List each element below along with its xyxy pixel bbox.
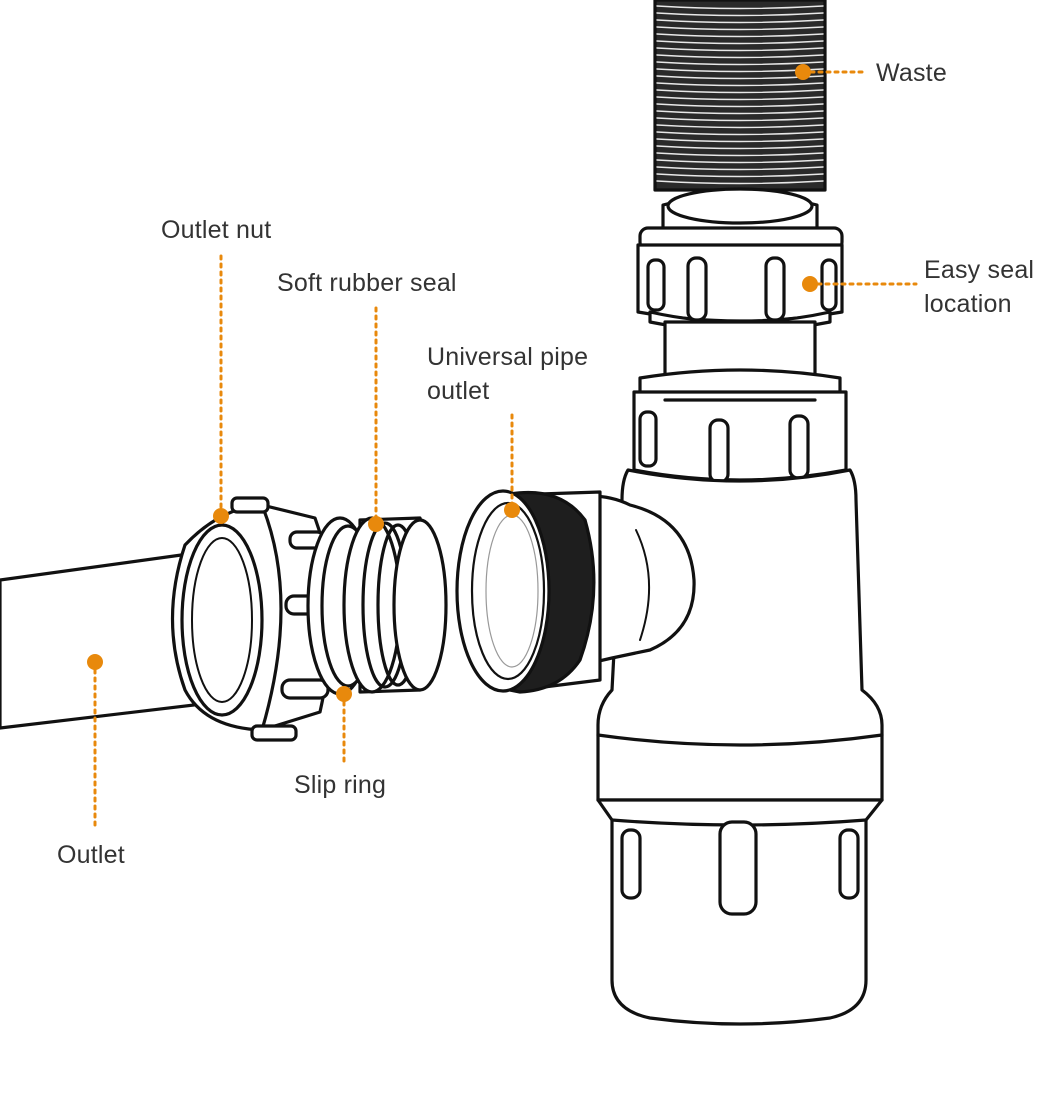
soft-rubber-seal-marker-dot xyxy=(368,516,384,532)
soft-rubber-seal xyxy=(344,518,446,692)
label-easy-seal-line1: Easy seal xyxy=(924,253,1034,287)
label-outlet-nut: Outlet nut xyxy=(161,213,271,247)
slip-ring-marker-dot xyxy=(336,686,352,702)
middle-coupling xyxy=(634,370,846,482)
waste-marker-dot xyxy=(795,64,811,80)
top-coupling xyxy=(638,189,842,331)
label-universal-pipe-outlet: Universal pipe outlet xyxy=(427,340,588,408)
label-universal-pipe-line1: Universal pipe xyxy=(427,340,588,374)
label-slip-ring: Slip ring xyxy=(294,768,386,802)
outlet-nut-marker-dot xyxy=(213,508,229,524)
outlet-marker-dot xyxy=(87,654,103,670)
label-outlet: Outlet xyxy=(57,838,125,872)
universal-pipe-marker-dot xyxy=(504,502,520,518)
label-easy-seal-line2: location xyxy=(924,287,1034,321)
waste-threaded-pipe xyxy=(655,0,825,190)
label-waste: Waste xyxy=(876,56,947,90)
label-soft-rubber-seal: Soft rubber seal xyxy=(277,266,457,300)
label-easy-seal-location: Easy seal location xyxy=(924,253,1034,321)
easy-seal-marker-dot xyxy=(802,276,818,292)
universal-pipe-outlet xyxy=(457,491,600,692)
label-universal-pipe-line2: outlet xyxy=(427,374,588,408)
